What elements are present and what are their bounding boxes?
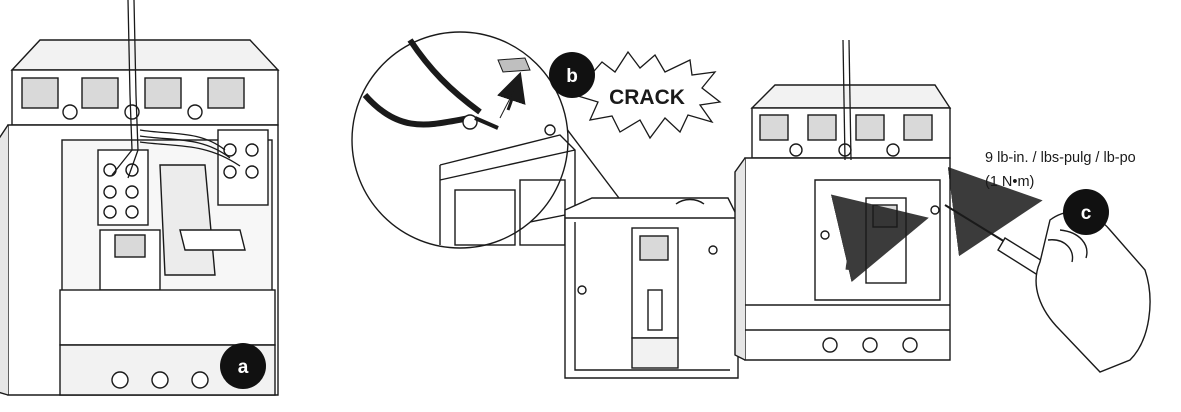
torque-annotation: 9 lb-in. / lbs-pulg / lb-po (1 N•m) [985, 150, 1136, 190]
tighten-arrow-right [947, 166, 1043, 257]
svg-text:(1 N•m): (1 N•m) [985, 174, 1034, 190]
open-breaker-illustration [0, 39, 280, 396]
svg-text:b: b [566, 66, 578, 87]
assembled-breaker-illustration [734, 84, 952, 361]
incoming-wires [842, 39, 852, 161]
svg-text:c: c [1081, 203, 1092, 224]
wiring-bundle [111, 0, 241, 179]
remove-tab-arrow [497, 71, 526, 111]
svg-text:CRACK: CRACK [609, 86, 685, 109]
screwdriver-hand [944, 204, 1151, 373]
step-c-badge: c [1063, 189, 1109, 235]
broken-tab-piece [497, 57, 531, 73]
step-b-badge: b [549, 52, 595, 98]
step-a-badge: a [220, 343, 266, 389]
front-cover-plate [564, 197, 739, 379]
crack-burst: CRACK [577, 50, 722, 140]
svg-text:a: a [238, 357, 249, 378]
svg-text:9 lb-in. / lbs-pulg / lb-po: 9 lb-in. / lbs-pulg / lb-po [985, 150, 1136, 166]
tighten-arrow-left [830, 194, 929, 283]
